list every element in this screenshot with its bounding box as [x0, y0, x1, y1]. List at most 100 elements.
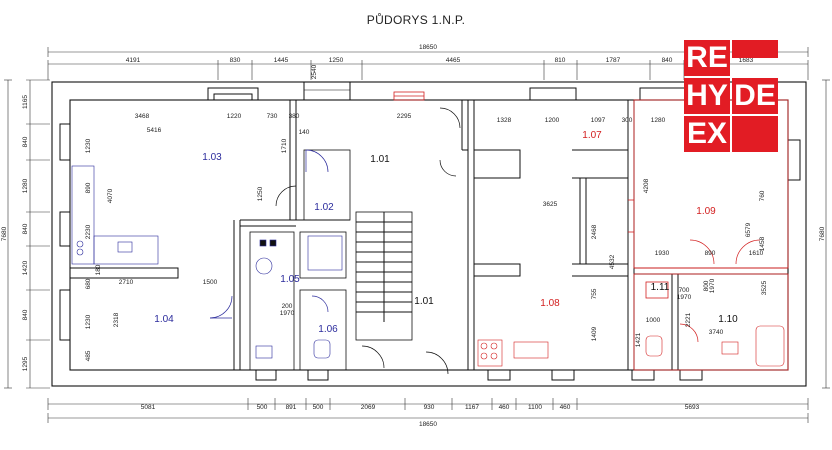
inner-dim: 890 — [85, 182, 92, 193]
dim-top: 810 — [555, 57, 566, 64]
inner-dim: 1220 — [227, 113, 242, 120]
dim-left: 840 — [22, 223, 29, 234]
dim-top: 1787 — [606, 57, 621, 64]
dim-left: 1420 — [22, 260, 29, 275]
room-label: 1.11 — [651, 282, 670, 293]
logo-text-ex: EX — [686, 117, 728, 150]
doors — [209, 149, 329, 319]
inner-dim: 380 — [289, 113, 300, 120]
inner-dim: 1500 — [203, 279, 218, 286]
inner-dim: 2221 — [685, 312, 692, 327]
inner-dim: 1230 — [85, 314, 92, 329]
inner-dim: 1280 — [651, 117, 666, 124]
inner-dim: 800 — [703, 280, 710, 291]
room-label: 1.09 — [696, 206, 716, 217]
doors-black — [275, 107, 461, 375]
room-label: 1.08 — [540, 298, 560, 309]
dim-bottom: 2069 — [361, 404, 376, 411]
dim-overall-top: 18650 — [419, 44, 437, 51]
inner-dim: 4532 — [609, 254, 616, 269]
logo-cell — [732, 78, 778, 114]
inner-dim: 1328 — [497, 117, 512, 124]
inner-dim: 1458 — [759, 236, 766, 251]
inner-dim: 2230 — [85, 224, 92, 239]
inner-dim: 1930 — [655, 250, 670, 257]
dim-overall-left: 7680 — [1, 226, 8, 241]
inner-dim: 1710 — [281, 138, 288, 153]
logo-text-de: DE — [734, 79, 776, 112]
dim-left: 840 — [22, 309, 29, 320]
inner-dim: 1970 — [280, 310, 295, 317]
plan-title: PŮDORYS 1.N.P. — [367, 12, 465, 27]
logo-cell — [684, 40, 730, 76]
inner-dim: 140 — [299, 129, 310, 136]
inner-dim: 3468 — [135, 113, 150, 120]
room-label: 1.06 — [318, 324, 338, 335]
logo-cell — [732, 40, 778, 58]
inner-dim: 2540 — [311, 64, 318, 79]
inner-dim: 1970 — [709, 278, 716, 293]
fixtures-red — [477, 325, 785, 367]
logo-text-re: RE — [686, 41, 728, 74]
dim-overall-right: 7680 — [819, 226, 826, 241]
dimension-lines — [4, 47, 830, 423]
inner-dim: 1421 — [635, 332, 642, 347]
inner-dim: 2468 — [591, 224, 598, 239]
dim-bottom: 891 — [286, 404, 297, 411]
room-label: 1.01 — [414, 296, 434, 307]
dim-bottom: 500 — [313, 404, 324, 411]
inner-dim: 2710 — [119, 279, 134, 286]
dim-bottom: 500 — [257, 404, 268, 411]
inner-dim: 1250 — [257, 186, 264, 201]
inner-dim: 1000 — [646, 317, 661, 324]
inner-dim: 2295 — [397, 113, 412, 120]
rehydex-logo: RE HY DE EX — [684, 40, 778, 154]
dim-bottom: 1167 — [465, 404, 479, 411]
room-label: 1.01 — [370, 154, 390, 165]
inner-dim: 890 — [705, 250, 716, 257]
room-label: 1.07 — [582, 130, 602, 141]
inner-dim: 2318 — [113, 312, 120, 327]
dim-top: 1445 — [274, 57, 289, 64]
inner-dim: 485 — [85, 350, 92, 361]
dim-bottom: 1100 — [528, 404, 542, 411]
inner-dim: 4208 — [643, 178, 650, 193]
inner-dim: 1970 — [677, 294, 692, 301]
inner-dim: 4070 — [107, 188, 114, 203]
inner-dim: 180 — [95, 264, 102, 275]
inner-dim: 3525 — [761, 280, 768, 295]
inner-dim: 200 — [282, 303, 293, 310]
logo-cell — [732, 116, 778, 152]
dim-bottom: 930 — [424, 404, 435, 411]
room-label: 1.04 — [154, 314, 174, 325]
dim-top: 4191 — [126, 57, 141, 64]
dim-left: 1280 — [22, 178, 29, 193]
doors-red — [679, 239, 761, 343]
dim-bottom: 460 — [560, 404, 571, 411]
dim-top: 1683 — [739, 57, 754, 64]
dim-top: 830 — [230, 57, 241, 64]
dim-left: 1295 — [22, 356, 29, 371]
inner-dim: 1409 — [591, 326, 598, 341]
dim-bottom: 460 — [499, 404, 510, 411]
inner-dim: 1097 — [591, 117, 606, 124]
dim-top: 840 — [662, 57, 673, 64]
fixtures — [71, 165, 343, 359]
inner-dim: 700 — [679, 287, 690, 294]
inner-dim: 6579 — [745, 222, 752, 237]
dim-top: 1250 — [329, 57, 344, 64]
inner-dim: 3625 — [543, 201, 558, 208]
room-label: 1.03 — [202, 152, 222, 163]
inner-dim: 5416 — [147, 127, 162, 134]
logo-cell — [684, 78, 730, 114]
dim-bottom: 5693 — [685, 404, 700, 411]
inner-dim: 1230 — [85, 138, 92, 153]
inner-dim: 680 — [85, 278, 92, 289]
logo-cell — [684, 116, 730, 152]
dim-left: 1165 — [22, 95, 29, 109]
logo-text-hy: HY — [686, 79, 728, 112]
inner-dim: 3740 — [709, 329, 724, 336]
inner-dim: 1200 — [545, 117, 560, 124]
room-label: 1.02 — [314, 202, 334, 213]
inner-dim: 760 — [759, 190, 766, 201]
